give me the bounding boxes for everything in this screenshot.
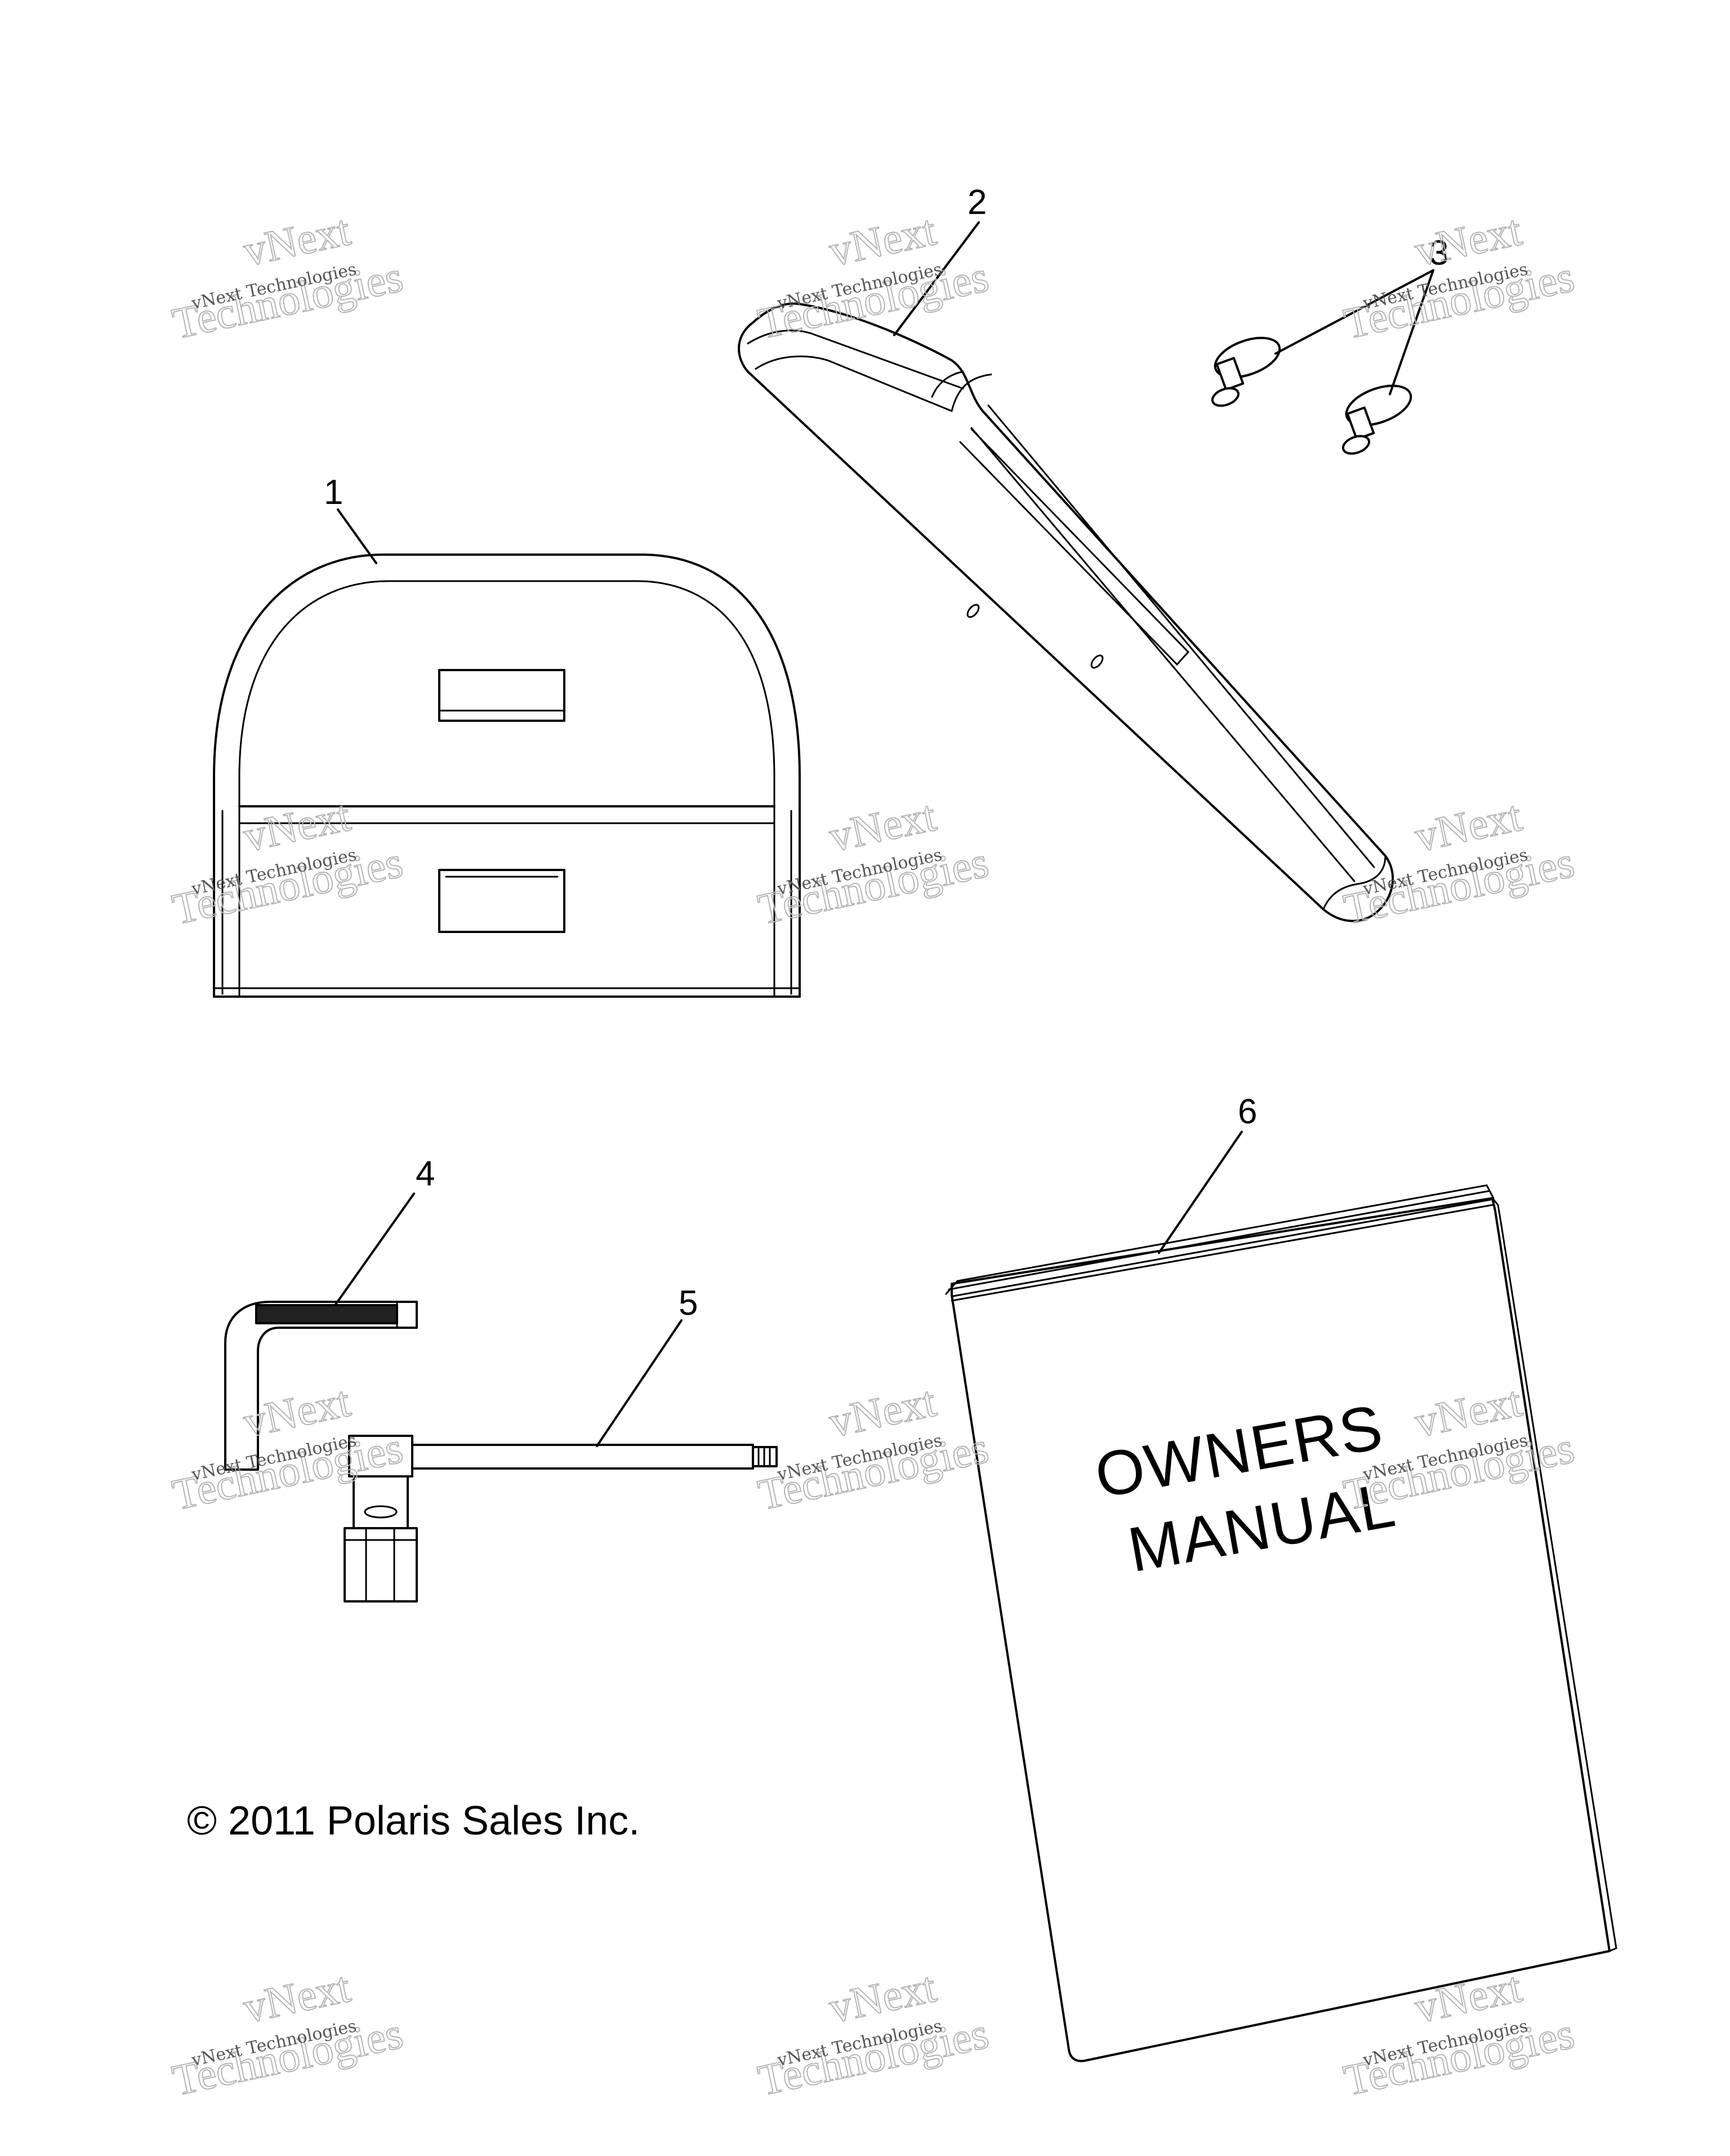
part-5-socket-wrench [344,1435,778,1603]
rivet-left [1211,337,1281,407]
part-6-owners-manual: OWNERS MANUAL [945,1184,1617,2063]
callout-3: 3 [1429,234,1448,273]
watermark-11: vNext Technologies vNext Technologies [753,1961,993,2105]
callout-2: 2 [967,183,987,222]
copyright-notice: © 2011 Polaris Sales Inc. [187,1798,640,1843]
leader-line-1 [337,508,377,564]
callout-1: 1 [324,473,343,512]
watermark-2: vNext Technologies vNext Technologies [753,204,993,349]
leader-line-2 [893,221,980,336]
part-4-hex-key [224,1301,418,1471]
leader-line-5 [596,1319,683,1447]
watermark-1: vNext Technologies vNext Technologies [168,204,408,349]
leader-line-3a [1274,269,1434,355]
watermark-8: vNext Technologies vNext Technologies [753,1376,993,1520]
rivet-right [1341,385,1412,455]
part-3-rivets [1211,337,1412,455]
callout-4: 4 [416,1154,435,1193]
part-1-tool-pouch [213,553,801,998]
watermark-10: vNext Technologies vNext Technologies [168,1961,408,2105]
leader-line-4 [334,1193,415,1306]
leader-line-6 [1158,1131,1243,1254]
part-2-tool-case [738,302,1394,922]
callout-5: 5 [679,1284,698,1323]
watermark-3: vNext Technologies vNext Technologies [1339,204,1579,349]
callout-6: 6 [1238,1092,1257,1131]
leader-line-3b [1389,269,1434,395]
